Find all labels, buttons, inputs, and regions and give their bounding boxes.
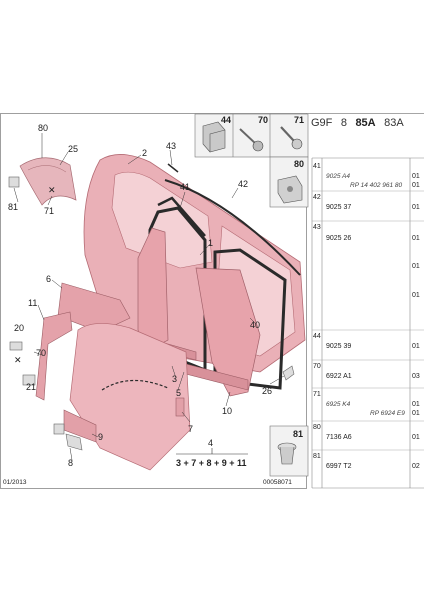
callout-25: 25	[68, 144, 78, 154]
row-41-alt-qty: 01	[412, 182, 420, 189]
parts-table: 41 9025 A4 01 RP 14 402 961 80 01 42 902…	[311, 157, 424, 489]
callout-80: 80	[38, 123, 48, 133]
callout-9: 9	[98, 432, 103, 442]
small-brackets-left: ✕	[9, 341, 36, 386]
callout-1: 1	[208, 238, 213, 248]
fastener-boxes: 44 70 71 80 81	[194, 113, 309, 477]
row-43-qty: 01	[412, 235, 420, 242]
callout-21: 21	[26, 382, 36, 392]
callout-6: 6	[46, 274, 51, 284]
row-41-alt-ref: RP 14 402 961 80	[350, 182, 403, 189]
callout-8: 8	[68, 458, 73, 468]
callout-2: 2	[142, 148, 147, 158]
lower-patch-panels	[53, 409, 97, 451]
row-70-item: 70	[313, 363, 321, 370]
screw-part-70	[239, 128, 264, 152]
clip-part-44	[202, 121, 226, 153]
callout-40: 40	[250, 320, 260, 330]
roof-seal-42	[164, 179, 301, 276]
callout-4: 4	[208, 438, 213, 448]
row-44-ref: 9025 39	[326, 343, 351, 350]
pillar-reinforcement-1	[137, 227, 261, 397]
row-41-item: 41	[313, 163, 321, 170]
callout-43: 43	[166, 141, 176, 151]
row-44-qty: 01	[412, 343, 420, 350]
row-43-qty-3: 01	[412, 292, 420, 299]
row-81-ref: 6997 T2	[326, 463, 352, 470]
row-44-item: 44	[313, 333, 321, 340]
row-42-ref: 9025 37	[326, 204, 351, 211]
bracket-7	[175, 397, 185, 417]
callout-42: 42	[238, 179, 248, 189]
callout-20: 20	[14, 323, 24, 333]
row-71-qty: 01	[412, 401, 420, 408]
seal-43	[167, 163, 179, 173]
plug-part-81	[277, 442, 297, 465]
leader-lines	[13, 133, 285, 461]
box-label-71: 71	[294, 115, 304, 125]
bracket-part-80	[277, 175, 303, 204]
bracket-81-left	[8, 176, 20, 188]
box-label-44: 44	[221, 115, 231, 125]
callout-81: 81	[8, 202, 18, 212]
footer-ref: 00058071	[263, 479, 292, 486]
screw-part-71	[280, 126, 303, 150]
row-80-qty: 01	[412, 434, 420, 441]
row-81-qty: 02	[412, 463, 420, 470]
callout-26: 26	[262, 386, 272, 396]
row-80-ref: 7136 A6	[326, 434, 352, 441]
row-43-item: 43	[313, 224, 321, 231]
row-70-qty: 03	[412, 373, 420, 380]
row-81-item: 81	[313, 453, 321, 460]
callout-5: 5	[176, 388, 181, 398]
box-label-81: 81	[293, 429, 303, 439]
box-label-80: 80	[294, 159, 304, 169]
row-41-qty: 01	[412, 173, 420, 180]
row-42-qty: 01	[412, 204, 420, 211]
callout-41: 41	[180, 182, 190, 192]
row-71-item: 71	[313, 391, 321, 398]
row-43-qty-2: 01	[412, 263, 420, 270]
row-43-ref: 9025 26	[326, 235, 351, 242]
row-71-alt-ref: RP 6924 E9	[370, 410, 405, 417]
lower-quarter-panel	[69, 323, 191, 471]
callout-labels: 80 25 81 71 2 43 41 42 1 6 11 20 70 21 4…	[8, 123, 272, 468]
header-code: G9F 8 85A 83A	[311, 113, 404, 130]
fastener-x-mark-2: ✕	[14, 355, 22, 365]
assembly-bracket-4	[176, 448, 248, 455]
wheel-arch-liner-25	[19, 157, 77, 206]
box-label-70: 70	[258, 115, 268, 125]
row-42-item: 42	[313, 194, 321, 201]
callout-3: 3	[172, 374, 177, 384]
row-71-ref: 6925 K4	[326, 401, 351, 408]
callout-10: 10	[222, 406, 232, 416]
callout-71: 71	[44, 206, 54, 216]
callout-11: 11	[28, 298, 37, 308]
clip-26	[282, 365, 295, 381]
row-71-alt-qty: 01	[412, 410, 420, 417]
callout-70: 70	[36, 348, 46, 358]
assembly-formula: 3 + 7 + 8 + 9 + 11	[176, 458, 247, 468]
callout-7: 7	[188, 424, 193, 434]
row-70-ref: 6922 A1	[326, 373, 352, 380]
footer-date: 01/2013	[3, 479, 27, 486]
fastener-x-mark: ✕	[48, 185, 56, 195]
row-80-item: 80	[313, 424, 321, 431]
row-41-ref: 9025 A4	[326, 173, 350, 180]
diagram-frame	[0, 113, 307, 489]
